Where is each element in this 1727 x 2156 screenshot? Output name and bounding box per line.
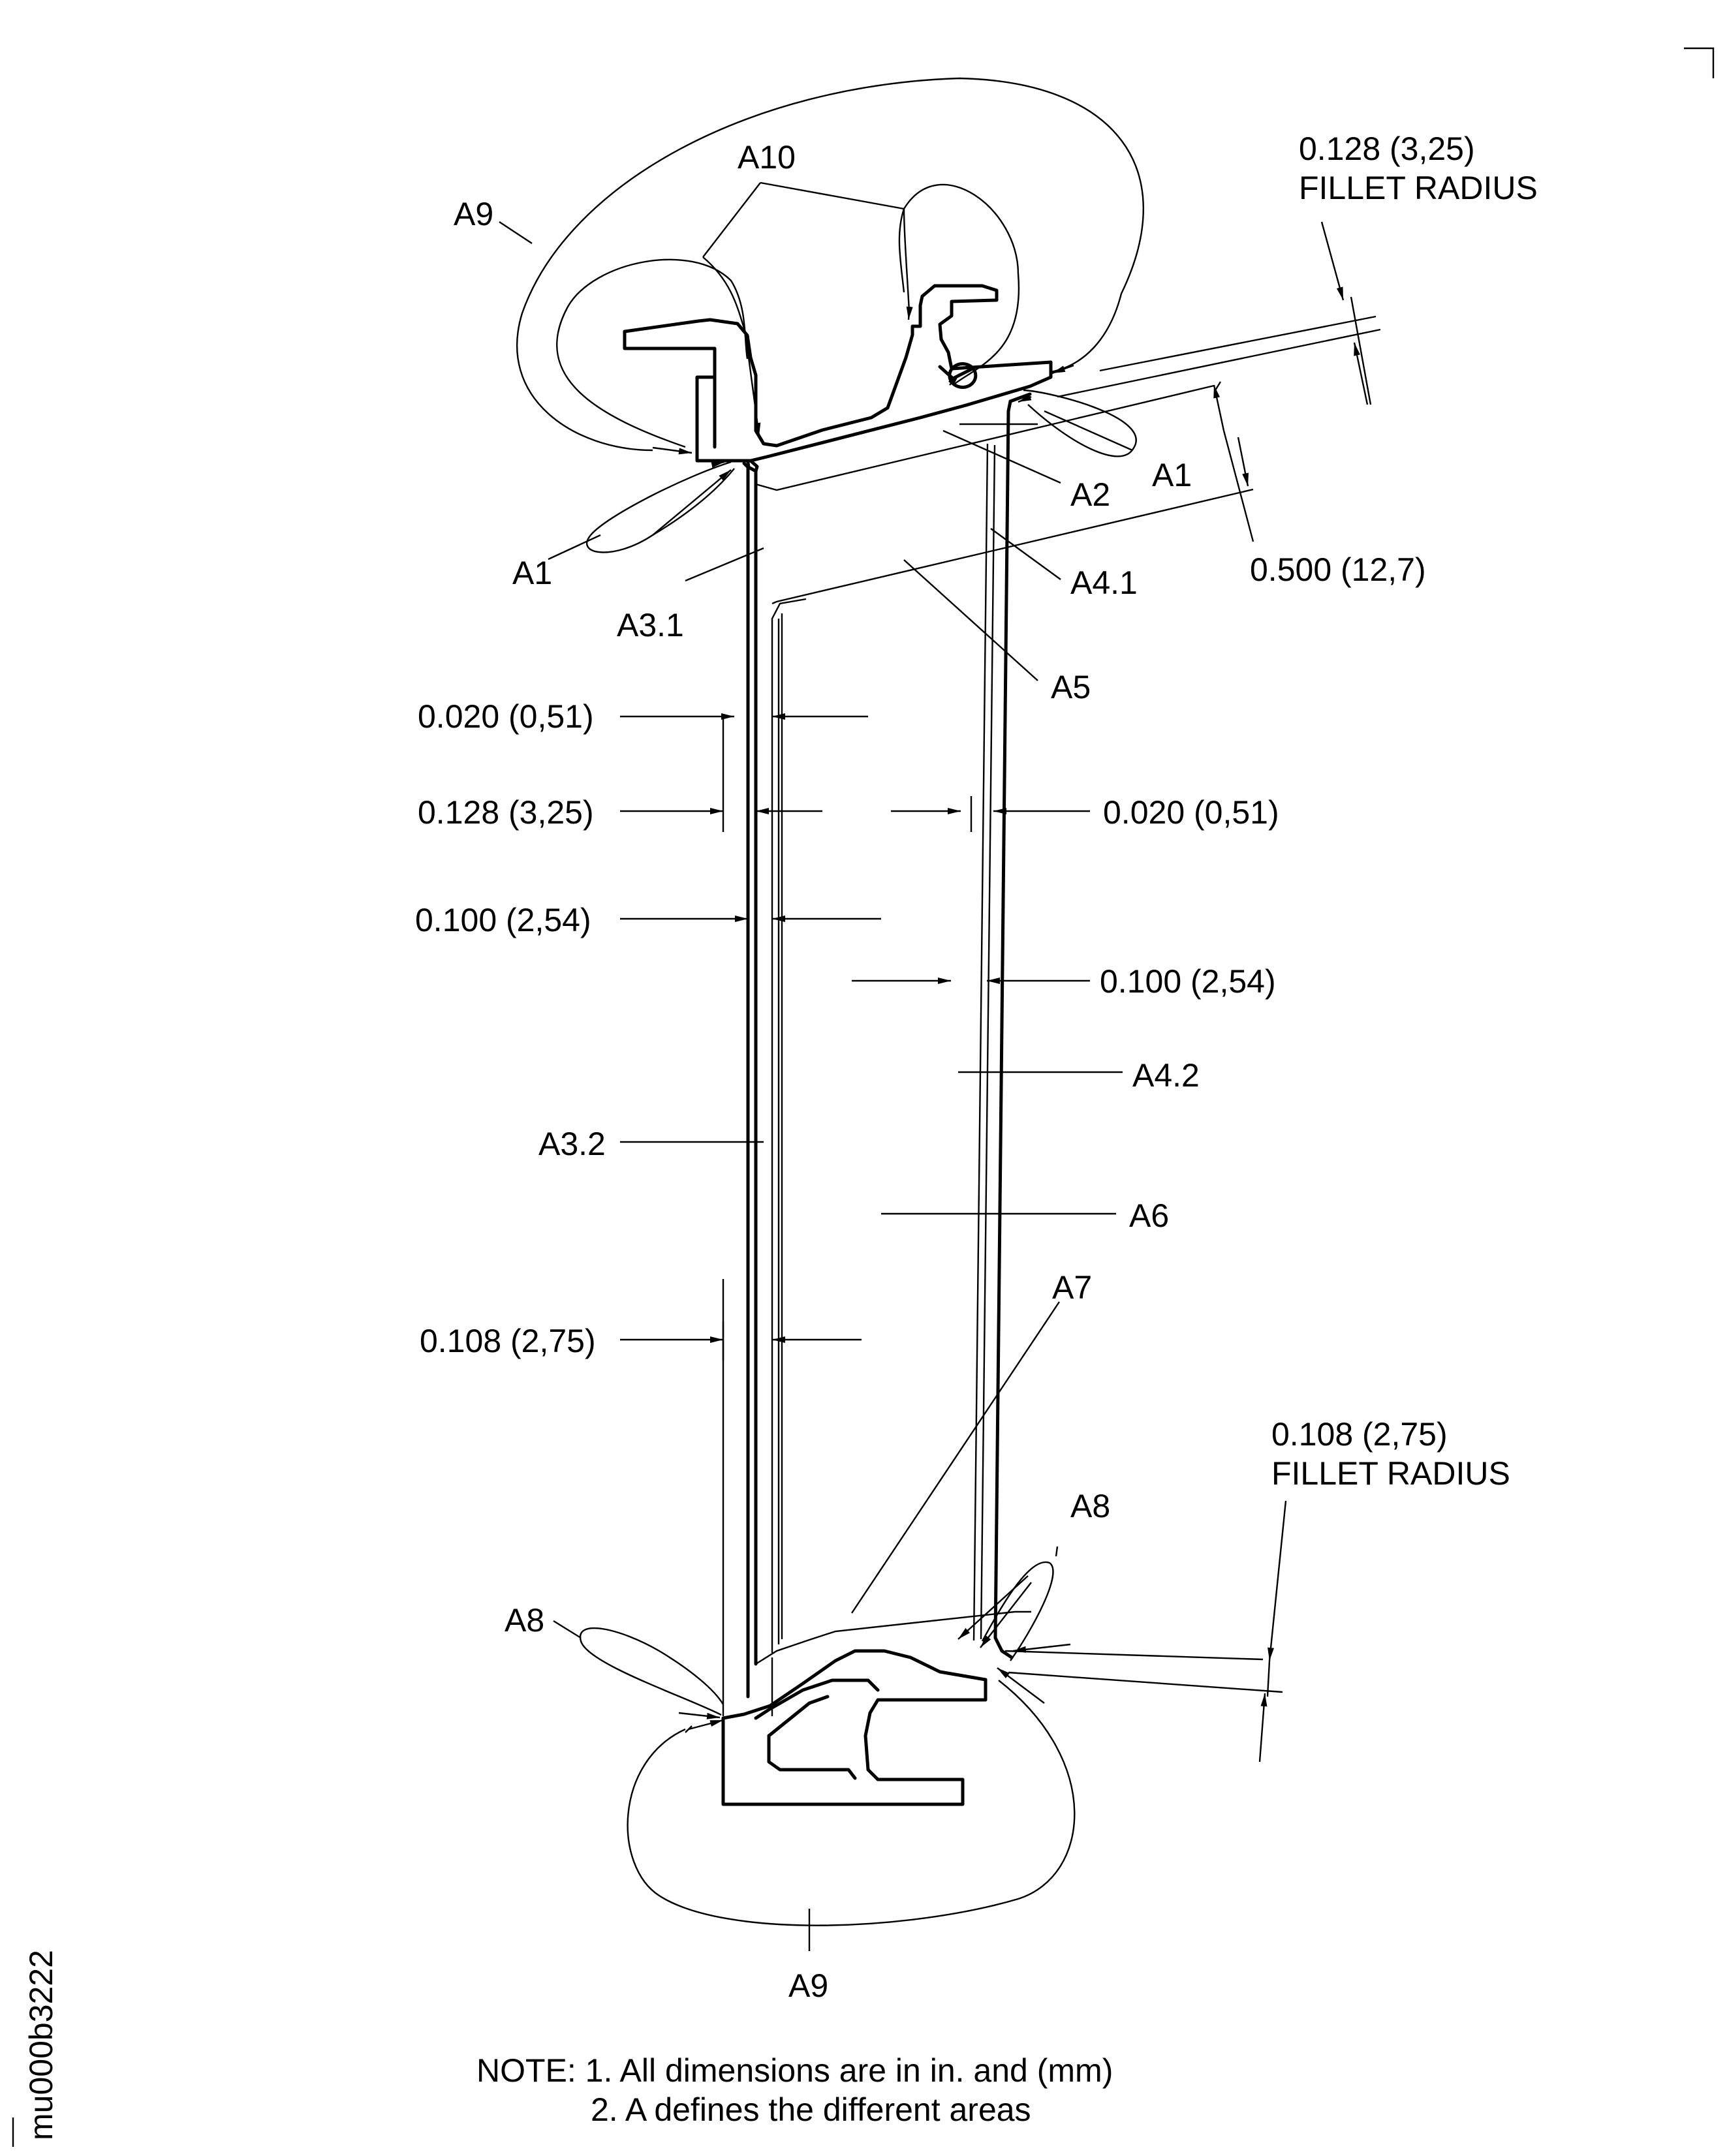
doc-id-text: mu000b3222 — [23, 1950, 59, 2140]
construction-lines — [722, 315, 1381, 1716]
label-a8-left: A8 — [505, 1602, 544, 1639]
label-a9-top: A9 — [454, 196, 493, 232]
label-a9-bottom: A9 — [788, 1967, 828, 2004]
area-leaders — [499, 181, 1133, 1951]
dim-bottom-fillet-value: 0.108 (2,75) — [1271, 1416, 1448, 1453]
bottom-platform-outline — [721, 1649, 988, 1806]
dim-left-128: 0.128 (3,25) — [418, 794, 594, 831]
dim-right-100: 0.100 (2,54) — [1100, 963, 1276, 1000]
dim-right-020: 0.020 (0,51) — [1103, 794, 1279, 831]
label-a3-2: A3.2 — [538, 1126, 606, 1162]
label-a2: A2 — [1070, 476, 1110, 513]
label-a5: A5 — [1051, 669, 1091, 705]
doc-id: mu000b3222 — [12, 1950, 59, 2147]
label-a8-right: A8 — [1070, 1488, 1110, 1524]
label-a3-1: A3.1 — [617, 607, 684, 643]
notes: NOTE: 1. All dimensions are in in. and (… — [476, 2052, 1113, 2128]
dim-left-100: 0.100 (2,54) — [415, 902, 591, 938]
dim-top-fillet-value: 0.128 (3,25) — [1299, 131, 1475, 167]
dim-bottom-fillet-label: FILLET RADIUS — [1271, 1455, 1510, 1492]
label-a4-1: A4.1 — [1070, 564, 1138, 601]
note-line-2: 2. A defines the different areas — [591, 2091, 1031, 2128]
area-balloons — [516, 77, 1144, 1926]
airfoil-outline — [742, 392, 1032, 1699]
note-line-1: NOTE: 1. All dimensions are in in. and (… — [476, 2052, 1113, 2089]
dim-left-108: 0.108 (2,75) — [420, 1323, 596, 1359]
label-a6: A6 — [1129, 1197, 1169, 1234]
dim-left-020: 0.020 (0,51) — [418, 698, 594, 735]
dimension-lines — [620, 221, 1372, 1763]
label-a7: A7 — [1052, 1269, 1092, 1306]
corner-mark — [1684, 47, 1715, 78]
label-a1-left: A1 — [512, 555, 552, 591]
top-platform-outline — [623, 284, 1053, 463]
area-labels: A9 A10 A1 A1 A2 A3.1 A4.1 A5 A3.2 A4.2 A… — [454, 139, 1200, 2004]
dimension-labels: 0.128 (3,25) FILLET RADIUS 0.500 (12,7) … — [415, 131, 1538, 1492]
label-a1-right: A1 — [1152, 457, 1192, 493]
label-a10: A10 — [738, 139, 796, 176]
label-a4-2: A4.2 — [1132, 1057, 1200, 1094]
dim-top-fillet-label: FILLET RADIUS — [1299, 170, 1538, 206]
dim-flat-length: 0.500 (12,7) — [1250, 551, 1426, 588]
